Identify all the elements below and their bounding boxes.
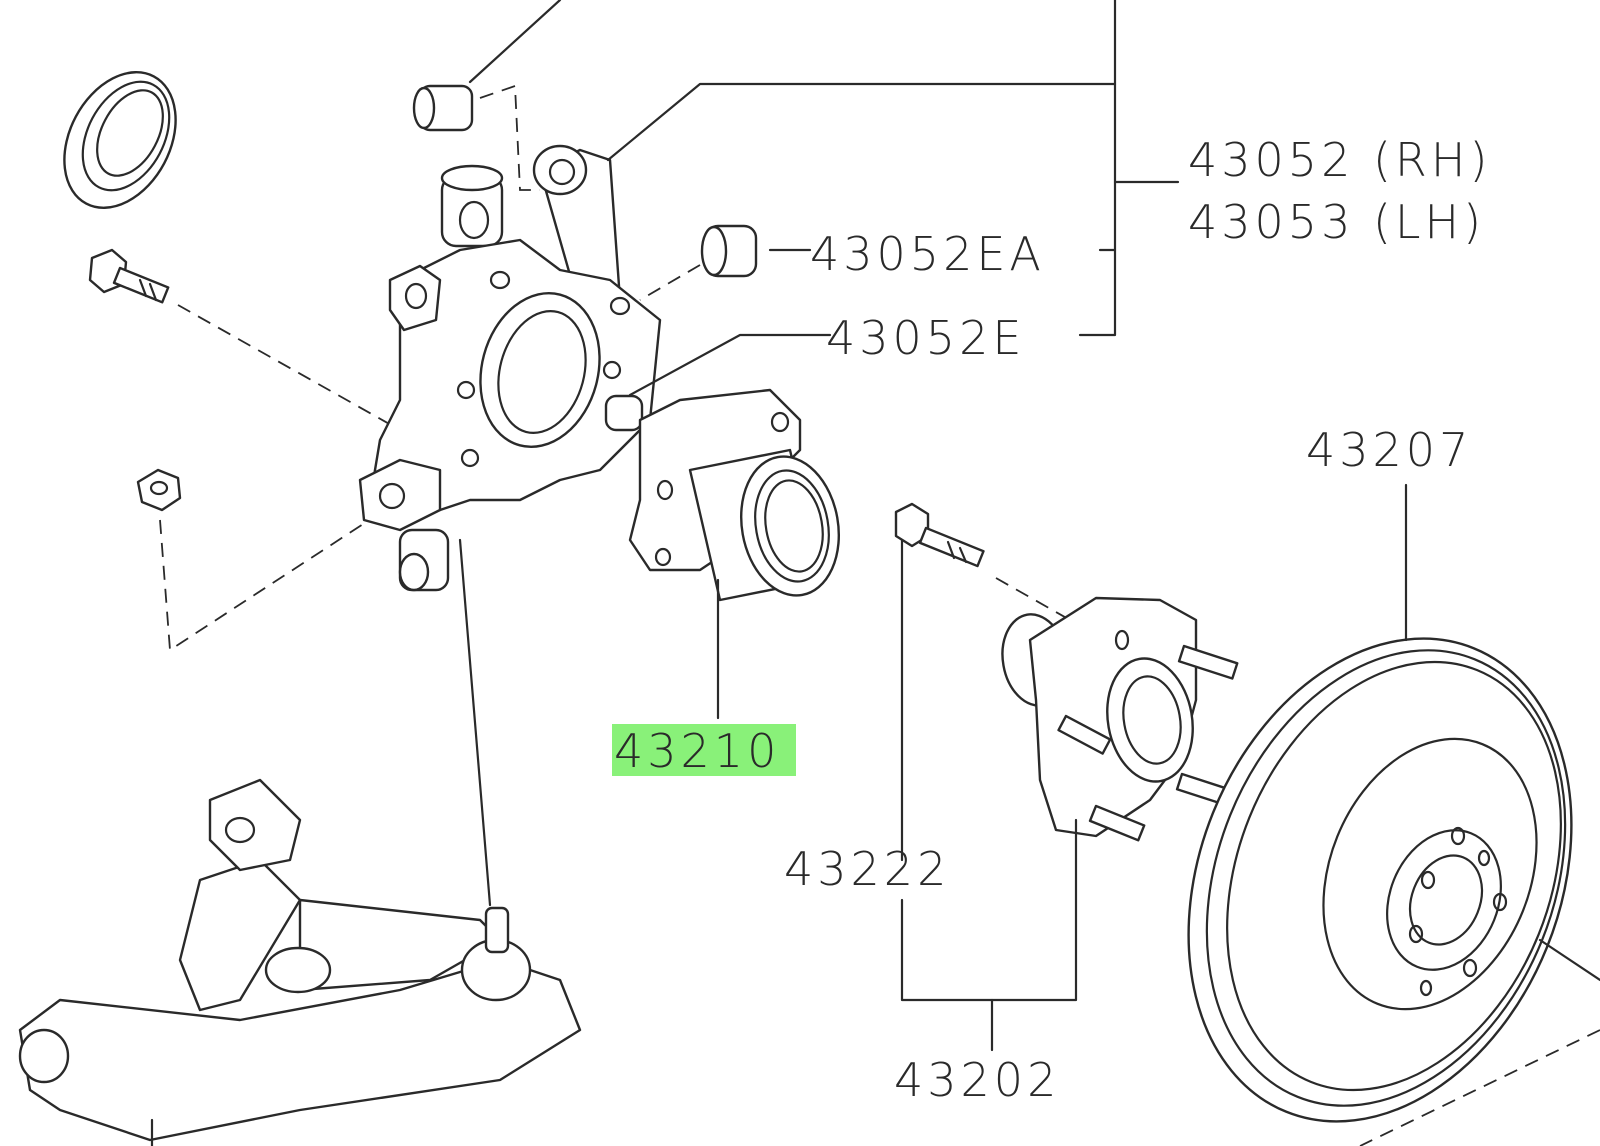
- bushing-43052ea: [700, 224, 758, 278]
- wheel-hub-43202: [1001, 596, 1239, 842]
- leader-lines: [606, 0, 1408, 1052]
- knuckle-bolt: [88, 248, 170, 304]
- label-43202: 43202: [894, 1053, 1060, 1107]
- lower-control-arm: [18, 778, 582, 1142]
- wheel-bearing-43210: [628, 388, 841, 602]
- label-43210: 43210: [614, 724, 780, 778]
- steering-knuckle: [358, 144, 662, 592]
- lock-nut: [136, 468, 182, 512]
- part-highlight: [612, 724, 796, 776]
- label-43207: 43207: [1306, 423, 1472, 477]
- bushing-top: [412, 84, 474, 132]
- grease-seal: [63, 71, 177, 209]
- label-43053-lh: 43053 (LH): [1188, 195, 1485, 249]
- label-43052ea: 43052EA: [810, 227, 1045, 281]
- label-43052e: 43052E: [826, 311, 1025, 365]
- brake-rotor-43207: [1187, 637, 1573, 1123]
- label-43222: 43222: [784, 842, 950, 896]
- label-43052-rh: 43052 (RH): [1188, 133, 1491, 187]
- hub-bolt-43222: [894, 502, 985, 568]
